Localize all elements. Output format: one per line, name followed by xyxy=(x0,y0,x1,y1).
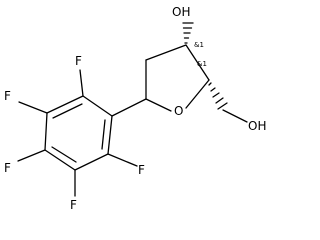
atom-ring-oxygen: O xyxy=(174,104,183,118)
fluorine-bonds xyxy=(17,69,138,197)
atom-f-bottom: F xyxy=(70,198,77,212)
hashed-wedge-c3-oh xyxy=(182,22,194,44)
hash-line xyxy=(208,82,212,86)
bond-aryl-c6-c1 xyxy=(107,115,113,155)
atom-ring-oh: OH xyxy=(172,5,190,19)
atom-f-top: F xyxy=(75,54,82,68)
molecule-structure: F F F F F O OH OH &1 &1 xyxy=(4,5,266,212)
hash-line xyxy=(212,92,220,98)
tetrahydrofuran-ring xyxy=(145,44,210,112)
bond-c3-c2 xyxy=(185,44,210,81)
atom-f-upper-left: F xyxy=(4,89,11,103)
bond-o-c5 xyxy=(145,98,172,112)
hashed-wedge-c2-ch2 xyxy=(208,82,228,110)
hash-line xyxy=(217,102,228,110)
bond-c3-f-upper-left xyxy=(18,101,48,114)
bond-aryl-c1-c2 xyxy=(82,95,113,117)
bond-ch2-oh xyxy=(222,109,248,123)
stereo-label-c2: &1 xyxy=(197,60,207,68)
bond-aryl-c4-c5 xyxy=(44,149,76,171)
hash-line xyxy=(215,97,224,104)
atom-ch2-oh: OH xyxy=(248,119,266,133)
bond-c6-f-lower-right xyxy=(107,153,138,167)
atom-f-lower-right: F xyxy=(138,163,145,177)
bond-aryl-to-c5 xyxy=(111,98,147,117)
bond-c4-f-lower-left xyxy=(17,149,46,162)
stereo-label-c3: &1 xyxy=(194,41,204,49)
bond-aryl-c2-c3 xyxy=(46,95,84,114)
bond-aryl-double-2 xyxy=(51,146,77,163)
bond-c2-f-top xyxy=(79,69,84,97)
bond-aryl-c5-c6 xyxy=(74,153,109,171)
bond-c4-c3 xyxy=(145,44,187,61)
bond-aryl-c3-c4 xyxy=(44,112,48,151)
pentafluorophenyl-ring xyxy=(44,95,113,171)
bond-c2-o xyxy=(185,79,210,109)
bond-aryl-double-3 xyxy=(101,119,106,150)
atom-f-lower-left: F xyxy=(4,161,11,175)
hash-line xyxy=(210,87,216,92)
bond-aryl-double-1 xyxy=(52,103,83,119)
